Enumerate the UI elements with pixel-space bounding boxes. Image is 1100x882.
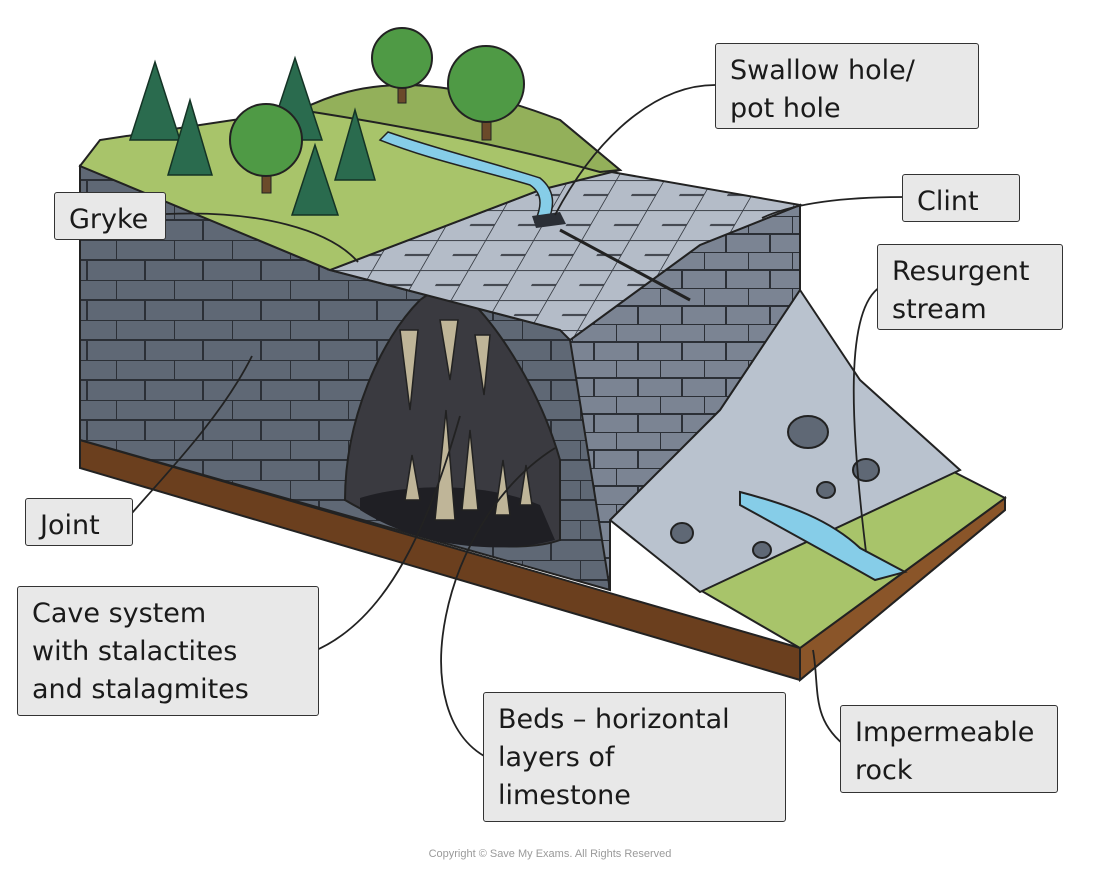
conifer-trees bbox=[128, 55, 376, 216]
beds-label: Beds – horizontal layers of limestone bbox=[483, 692, 786, 822]
gryke-label: Gryke bbox=[54, 192, 166, 240]
grass-hill bbox=[296, 84, 623, 174]
cave-system-label: Cave system with stalactites and stalagm… bbox=[17, 586, 319, 716]
copyright-notice: Copyright © Save My Exams. All Rights Re… bbox=[428, 848, 672, 860]
resurgent-stream-label: Resurgent stream bbox=[877, 244, 1063, 330]
swallow-hole-label: Swallow hole/ pot hole bbox=[715, 43, 979, 129]
swallow-hole bbox=[532, 212, 566, 228]
cave-opening bbox=[343, 285, 561, 548]
scree-boulders bbox=[670, 415, 880, 559]
leader-lines bbox=[125, 84, 906, 761]
deciduous-trees bbox=[229, 27, 525, 194]
joint-label: Joint bbox=[25, 498, 133, 546]
gryke-crack bbox=[559, 228, 691, 302]
resurgent-stream-water bbox=[739, 490, 908, 582]
impermeable-rock-label: Impermeable rock bbox=[840, 705, 1058, 793]
clint-label: Clint bbox=[902, 174, 1020, 222]
